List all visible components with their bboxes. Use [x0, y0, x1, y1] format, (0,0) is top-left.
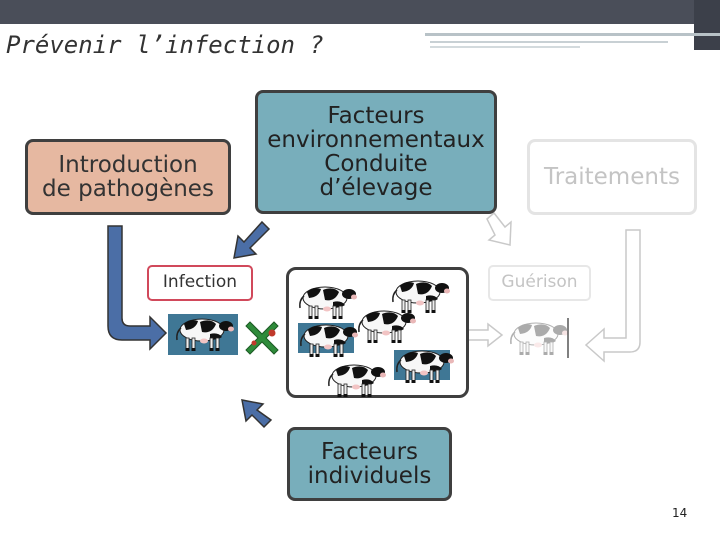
cow-icon [392, 280, 451, 314]
treatments-box: Traitements [527, 139, 697, 215]
header-bar [0, 0, 720, 24]
individual-factors-box: Facteurs individuels [287, 427, 452, 501]
introduction-line: Introduction [58, 151, 198, 178]
introduction-line: de pathogènes [42, 176, 214, 202]
pathogen-icon [245, 321, 279, 355]
environment-box: Facteurs environnementaux Conduite d’éle… [255, 90, 497, 214]
cow-icon [328, 364, 387, 398]
arrow-icon [241, 399, 273, 429]
recovery-label-box: Guérison [488, 265, 591, 301]
environment-line: Conduite [324, 151, 428, 177]
recovered-cow-icon [510, 322, 569, 356]
individual-line: individuels [307, 463, 432, 489]
arrow-icon [107, 225, 168, 351]
infection-label-box: Infection [147, 265, 253, 301]
cow-icon [299, 286, 358, 320]
environment-line: environnementaux [267, 126, 485, 153]
arrow-icon [584, 229, 641, 363]
page-number: 14 [672, 506, 688, 520]
treatments-label: Traitements [544, 163, 680, 190]
arrow-icon [465, 322, 504, 348]
individual-line: Facteurs [320, 438, 419, 465]
title-underline [430, 41, 668, 43]
environment-line: Facteurs [327, 102, 425, 129]
introduction-box: Introduction de pathogènes [25, 139, 231, 215]
cow-icon [358, 310, 417, 344]
arrow-icon [486, 211, 512, 246]
arrow-icon [233, 220, 271, 259]
title-underline [425, 33, 720, 36]
recovery-label: Guérison [501, 272, 578, 293]
header-bar-end [694, 0, 720, 50]
infection-label: Infection [162, 272, 238, 293]
title-underline [430, 46, 580, 48]
slide-title: Prévenir l’infection ? [6, 31, 324, 59]
environment-line: d’élevage [319, 175, 433, 202]
